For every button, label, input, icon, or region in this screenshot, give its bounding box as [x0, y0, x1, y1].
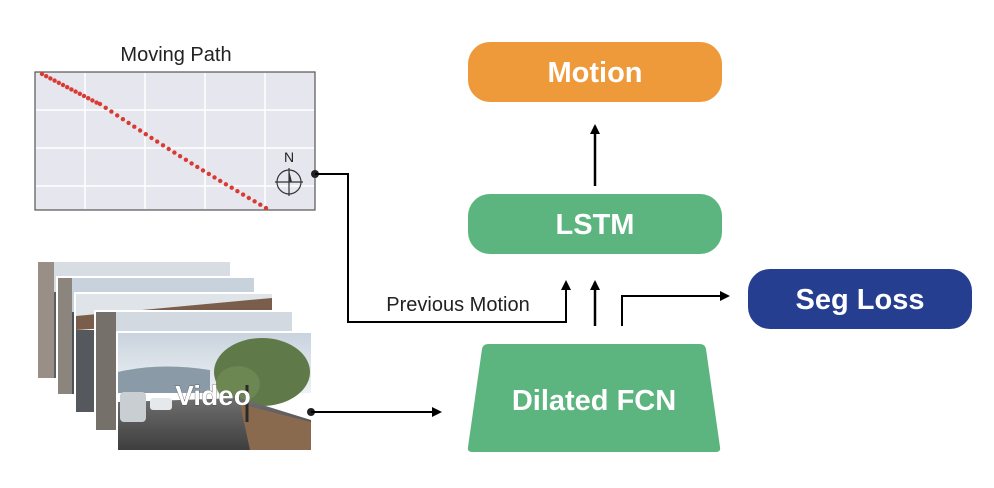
compass-north-label: N	[284, 149, 294, 165]
path-dot	[200, 168, 206, 173]
video-frame-stack: Video	[36, 260, 315, 452]
path-dot	[189, 161, 194, 166]
path-dot	[103, 105, 108, 111]
path-dot	[137, 128, 143, 133]
path-dot	[48, 76, 53, 81]
path-dot	[240, 192, 246, 197]
path-dot	[223, 182, 229, 187]
path-dot	[166, 146, 171, 152]
video-frame-5	[116, 331, 313, 452]
motion-box: Motion	[468, 42, 722, 102]
path-dot	[195, 164, 200, 170]
path-dot	[143, 132, 148, 137]
path-dot	[94, 100, 99, 105]
moving-path-panel: Moving Path N	[34, 44, 319, 211]
path-dot	[120, 117, 126, 122]
previous-motion-label: Previous Motion	[386, 294, 529, 316]
path-dot	[206, 171, 211, 177]
path-dot	[115, 113, 120, 118]
path-dot	[65, 85, 70, 90]
path-dot	[160, 143, 166, 148]
path-dot	[109, 109, 114, 114]
fcn-to-segloss-arrow	[621, 291, 730, 326]
path-dot	[149, 135, 154, 141]
path-dot	[183, 157, 189, 162]
path-dot	[235, 189, 240, 194]
path-dot	[218, 178, 223, 184]
path-dot	[246, 195, 251, 201]
path-dot	[212, 175, 217, 180]
path-dot	[90, 98, 95, 103]
path-dots	[39, 71, 269, 211]
path-dot	[97, 101, 103, 107]
path-dot	[252, 199, 257, 204]
path-dot	[229, 185, 234, 190]
dilated-fcn-box: Dilated FCN	[467, 344, 721, 452]
previous-motion-arrow	[315, 173, 571, 323]
path-dot	[263, 205, 269, 211]
path-dot	[52, 78, 57, 83]
video-label: Video	[175, 380, 251, 411]
path-dot	[56, 80, 61, 86]
seg-loss-box: Seg Loss	[748, 269, 972, 329]
path-dot	[172, 150, 177, 155]
path-dot	[177, 154, 183, 159]
moving-path-map	[34, 71, 316, 211]
path-dot	[39, 71, 45, 77]
path-dot	[60, 82, 66, 88]
path-dot	[44, 74, 49, 79]
moving-path-title: Moving Path	[120, 44, 231, 66]
path-dot	[73, 89, 78, 94]
motion-label: Motion	[547, 57, 642, 89]
path-dot	[86, 96, 91, 101]
path-dot	[69, 87, 74, 92]
path-dot	[77, 91, 83, 97]
dilated-fcn-label: Dilated FCN	[512, 385, 676, 417]
seg-loss-label: Seg Loss	[796, 284, 925, 316]
path-dot	[132, 124, 137, 129]
path-dot	[258, 202, 263, 207]
lstm-label: LSTM	[556, 209, 635, 241]
path-dot	[81, 93, 87, 99]
connectors: Previous Motion	[311, 124, 730, 417]
compass-icon	[275, 168, 303, 196]
path-dot	[126, 120, 131, 126]
lstm-box: LSTM	[468, 194, 722, 254]
path-dot	[155, 139, 160, 144]
